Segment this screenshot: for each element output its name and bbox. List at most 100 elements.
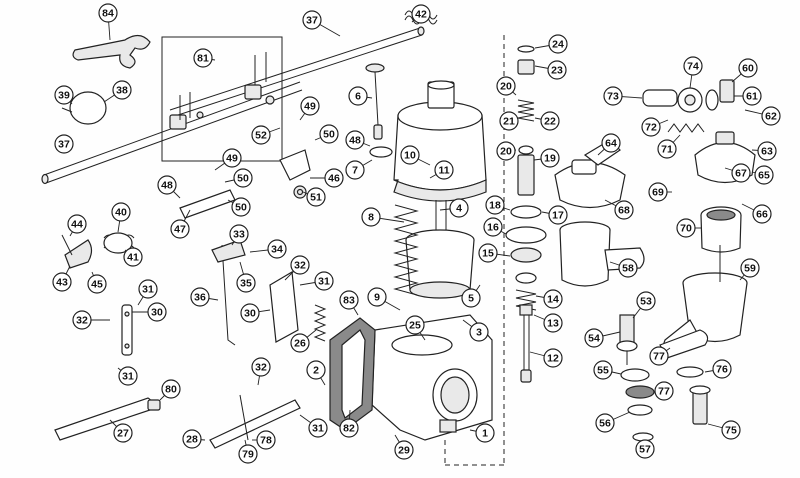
callout-circle xyxy=(543,313,563,333)
callout-number: 26 xyxy=(294,338,306,350)
callout-46: 46 xyxy=(324,168,344,188)
callout-42: 42 xyxy=(411,4,431,24)
callout-45: 45 xyxy=(87,274,107,294)
callout-circle xyxy=(449,198,469,218)
throttle-disc-38 xyxy=(61,91,107,125)
callout-circle xyxy=(339,290,359,310)
callout-13: 13 xyxy=(543,313,563,333)
callout-number: 50 xyxy=(323,129,335,141)
callout-circle xyxy=(306,187,326,207)
callout-circle xyxy=(595,413,615,433)
callout-number: 54 xyxy=(588,333,600,345)
callout-number: 25 xyxy=(409,320,421,332)
callout-number: 56 xyxy=(599,418,611,430)
callout-number: 49 xyxy=(304,101,316,113)
callout-20: 20 xyxy=(496,76,516,96)
float-70 xyxy=(700,206,742,253)
callout-59: 59 xyxy=(740,258,760,278)
callout-circle xyxy=(72,310,92,330)
callout-circle xyxy=(543,348,563,368)
callout-number: 23 xyxy=(551,65,563,77)
callout-number: 5 xyxy=(468,293,474,305)
callout-circle xyxy=(123,247,143,267)
callout-7: 7 xyxy=(345,160,365,180)
rod-36 xyxy=(211,239,246,346)
callout-number: 55 xyxy=(597,365,609,377)
callout-50: 50 xyxy=(319,124,339,144)
callout-number: 16 xyxy=(487,222,499,234)
callout-number: 8 xyxy=(368,212,374,224)
callout-17: 17 xyxy=(548,205,568,225)
callout-71: 71 xyxy=(657,139,677,159)
callout-number: 15 xyxy=(482,248,494,260)
callout-78: 78 xyxy=(256,430,276,450)
callout-circle xyxy=(54,134,74,154)
callout-circle xyxy=(339,418,359,438)
callout-circle xyxy=(657,139,677,159)
piston-8 xyxy=(405,229,475,299)
callout-circle xyxy=(648,182,668,202)
callout-30: 30 xyxy=(240,303,260,323)
suction-chamber-4 xyxy=(393,80,487,290)
callout-circle xyxy=(222,148,242,168)
callout-number: 32 xyxy=(76,315,88,327)
callout-74: 74 xyxy=(683,56,703,76)
callout-number: 31 xyxy=(312,423,324,435)
callout-number: 48 xyxy=(161,180,173,192)
callout-circle xyxy=(754,165,774,185)
callout-circle xyxy=(157,175,177,195)
callout-number: 74 xyxy=(687,61,699,73)
callout-number: 35 xyxy=(240,278,252,290)
drain-plug-75 xyxy=(689,385,711,425)
callout-23: 23 xyxy=(547,60,567,80)
callout-14: 14 xyxy=(543,289,563,309)
callout-number: 72 xyxy=(645,122,657,134)
damper-rod-6 xyxy=(365,63,385,140)
float-chamber-58 xyxy=(559,221,645,287)
callout-circle xyxy=(683,56,703,76)
callout-67: 67 xyxy=(731,163,751,183)
callout-circle xyxy=(411,4,431,24)
callout-circle xyxy=(603,86,623,106)
callout-52: 52 xyxy=(251,125,271,145)
callout-48: 48 xyxy=(345,130,365,150)
lever-44 xyxy=(61,234,93,269)
callout-circle xyxy=(319,124,339,144)
callout-number: 19 xyxy=(544,153,556,165)
callout-number: 30 xyxy=(151,307,163,319)
callout-34: 34 xyxy=(267,239,287,259)
callout-84: 84 xyxy=(98,3,118,23)
flange-gasket-83 xyxy=(329,317,376,431)
callout-8: 8 xyxy=(361,207,381,227)
callout-27: 27 xyxy=(113,423,133,443)
callout-number: 53 xyxy=(640,296,652,308)
callout-81: 81 xyxy=(193,48,213,68)
callout-number: 7 xyxy=(352,165,358,177)
callout-number: 17 xyxy=(552,210,564,222)
callout-circle xyxy=(361,207,381,227)
callout-number: 63 xyxy=(761,146,773,158)
lever-27 xyxy=(54,397,161,441)
callout-21: 21 xyxy=(499,111,519,131)
callout-circle xyxy=(118,366,138,386)
callout-26: 26 xyxy=(290,333,310,353)
callout-circle xyxy=(256,430,276,450)
callout-number: 48 xyxy=(349,135,361,147)
callout-number: 13 xyxy=(547,318,559,330)
callout-number: 80 xyxy=(165,384,177,396)
callout-number: 67 xyxy=(735,168,747,180)
callout-39: 39 xyxy=(54,85,74,105)
callout-number: 46 xyxy=(328,173,340,185)
callout-number: 2 xyxy=(313,365,319,377)
callout-4: 4 xyxy=(449,198,469,218)
callout-number: 40 xyxy=(115,207,127,219)
callout-circle xyxy=(290,255,310,275)
callout-number: 81 xyxy=(197,53,209,65)
callout-55: 55 xyxy=(593,360,613,380)
callout-circle xyxy=(499,111,519,131)
callout-number: 79 xyxy=(242,449,254,461)
callout-circle xyxy=(112,80,132,100)
callout-circle xyxy=(740,258,760,278)
throttle-spindle-top xyxy=(169,26,425,118)
